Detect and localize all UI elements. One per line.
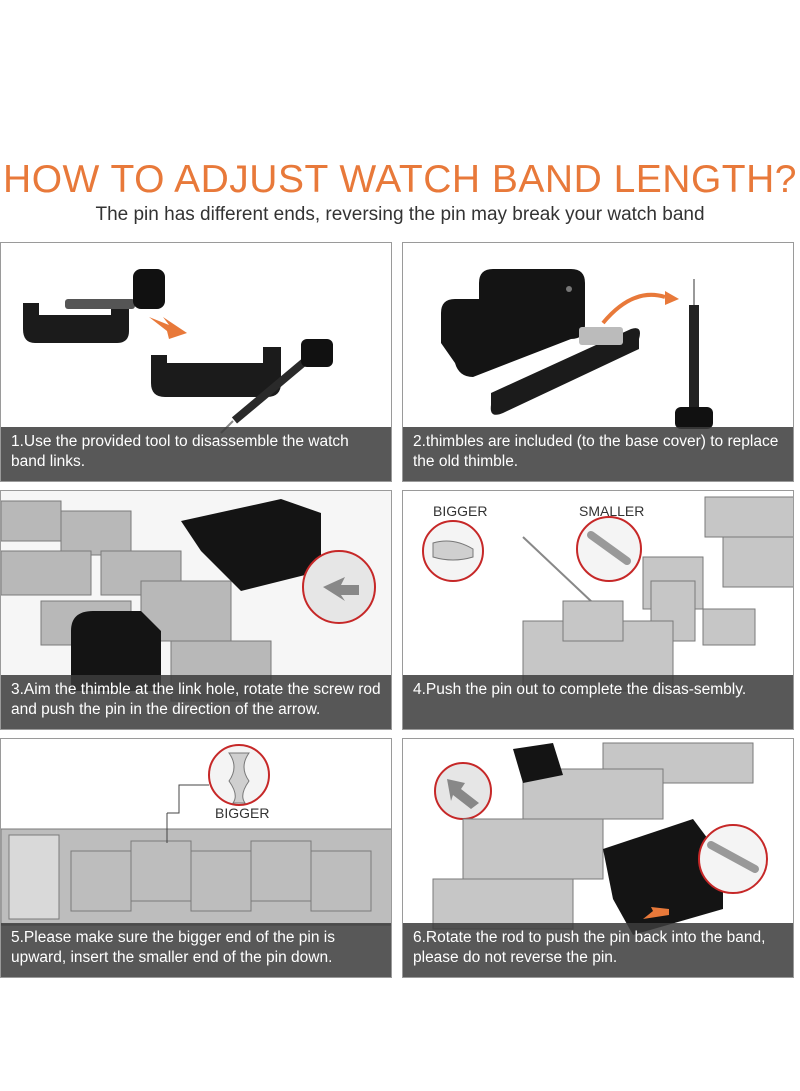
tool-body (441, 269, 585, 377)
watch-band-strip (1, 828, 391, 926)
arrow-icon (149, 317, 187, 339)
step-5-caption: 5.Please make sure the bigger end of the… (1, 923, 391, 977)
pin (522, 536, 594, 604)
arrow-icon (601, 292, 666, 325)
direction-arrow-icon (323, 577, 359, 601)
tool-assembled (23, 269, 165, 343)
watch-band (432, 742, 754, 930)
base-cover (490, 327, 640, 415)
step-3-panel: 3.Aim the thimble at the link hole, rota… (0, 490, 392, 730)
step-6-panel: 6.Rotate the rod to push the pin back in… (402, 738, 794, 978)
thimble-replacement-illustration (441, 269, 713, 429)
step-1-caption: 1.Use the provided tool to disassemble t… (1, 427, 391, 481)
step-5-panel: BIGGER 5.Please make sure the bigger end… (0, 738, 392, 978)
push-pin-back-illustration (432, 742, 768, 935)
step-1-panel: 1.Use the provided tool to disassemble t… (0, 242, 392, 482)
link-tool (71, 499, 321, 691)
tool-base (151, 347, 281, 397)
pin-orientation-illustration (1, 744, 391, 926)
step-3-caption: 3.Aim the thimble at the link hole, rota… (1, 675, 391, 729)
bigger-label: BIGGER (433, 503, 488, 519)
watch-band-links (522, 496, 793, 692)
thimble-screw (675, 279, 713, 429)
step-4-caption: 4.Push the pin out to complete the disas… (403, 675, 793, 729)
bigger-label-step5: BIGGER (215, 805, 270, 821)
page-title: HOW TO ADJUST WATCH BAND LENGTH? (3, 158, 797, 201)
link-tool (513, 743, 723, 935)
step-4-panel: BIGGER SMALLER 4.Push the pin out to com… (402, 490, 794, 730)
direction-arrow-icon (447, 779, 479, 809)
step-2-panel: 2.thimbles are included (to the base cov… (402, 242, 794, 482)
page-subtitle: The pin has different ends, reversing th… (95, 204, 705, 225)
step-2-caption: 2.thimbles are included (to the base cov… (403, 427, 793, 481)
smaller-label: SMALLER (579, 503, 645, 519)
step-6-caption: 6.Rotate the rod to push the pin back in… (403, 923, 793, 977)
arrow-icon (643, 907, 669, 919)
link-removal-tool-illustration (23, 269, 333, 434)
